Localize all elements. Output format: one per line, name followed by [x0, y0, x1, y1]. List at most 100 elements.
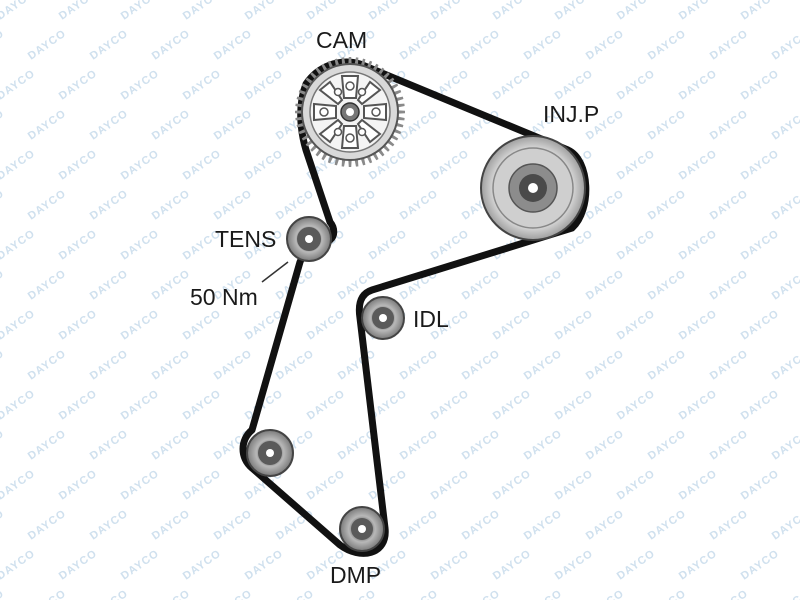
watermark-text: DAYCO [57, 308, 100, 343]
cam-bolt-holes [319, 81, 381, 143]
watermark-text: DAYCO [491, 388, 534, 423]
watermark-text: DAYCO [398, 348, 441, 383]
watermark-text: DAYCO [88, 588, 131, 600]
watermark-text: DAYCO [367, 228, 410, 263]
watermark-text: DAYCO [88, 508, 131, 543]
cam-label: CAM [316, 27, 367, 53]
watermark-text: DAYCO [522, 268, 565, 303]
watermark-text: DAYCO [0, 548, 38, 583]
watermark-text: DAYCO [615, 548, 658, 583]
watermark-text: DAYCO [336, 588, 379, 600]
damper-pulley [339, 506, 385, 552]
watermark-text: DAYCO [646, 348, 689, 383]
watermark-text: DAYCO [708, 28, 751, 63]
watermark-text: DAYCO [274, 588, 317, 600]
watermark-text: DAYCO [119, 388, 162, 423]
watermark-text: DAYCO [119, 468, 162, 503]
watermark-text: DAYCO [491, 0, 534, 22]
watermark-text: DAYCO [336, 188, 379, 223]
watermark-text: DAYCO [770, 268, 800, 303]
watermark-text: DAYCO [739, 388, 782, 423]
watermark-text: DAYCO [615, 0, 658, 22]
watermark-text: DAYCO [460, 508, 503, 543]
watermark-text: DAYCO [274, 508, 317, 543]
watermark-text: DAYCO [212, 108, 255, 143]
watermark-text: DAYCO [305, 468, 348, 503]
watermark-text: DAYCO [646, 268, 689, 303]
watermark-text: DAYCO [336, 348, 379, 383]
watermark-text: DAYCO [398, 588, 441, 600]
watermark-text: DAYCO [553, 388, 596, 423]
watermark-text: DAYCO [150, 348, 193, 383]
watermark-text: DAYCO [181, 548, 224, 583]
watermark-text: DAYCO [0, 188, 7, 223]
watermark-text: DAYCO [584, 348, 627, 383]
watermark-text: DAYCO [274, 348, 317, 383]
watermark-text: DAYCO [150, 108, 193, 143]
watermark-text: DAYCO [739, 228, 782, 263]
watermark-text: DAYCO [708, 588, 751, 600]
watermark-text: DAYCO [646, 28, 689, 63]
watermark-text: DAYCO [615, 228, 658, 263]
watermark-text: DAYCO [26, 428, 69, 463]
watermark-text: DAYCO [429, 0, 472, 22]
watermark-text: DAYCO [88, 108, 131, 143]
watermark-text: DAYCO [460, 348, 503, 383]
watermark-text: DAYCO [119, 548, 162, 583]
watermark-text: DAYCO [0, 228, 38, 263]
watermark-text: DAYCO [336, 268, 379, 303]
injection-pump-pulley [480, 135, 586, 241]
watermark-text: DAYCO [0, 508, 7, 543]
watermark-text: DAYCO [212, 588, 255, 600]
watermark-text: DAYCO [429, 548, 472, 583]
watermark-text: DAYCO [0, 428, 7, 463]
watermark-text: DAYCO [491, 308, 534, 343]
watermark-text: DAYCO [646, 508, 689, 543]
watermark-text: DAYCO [770, 588, 800, 600]
torque-leader-line [261, 261, 289, 283]
watermark-text: DAYCO [615, 148, 658, 183]
cam-pulley [295, 57, 405, 167]
watermark-text: DAYCO [677, 548, 720, 583]
watermark-text: DAYCO [57, 388, 100, 423]
watermark-text: DAYCO [460, 268, 503, 303]
watermark-text: DAYCO [646, 188, 689, 223]
watermark-text: DAYCO [708, 108, 751, 143]
watermark-text: DAYCO [181, 388, 224, 423]
watermark-text: DAYCO [553, 68, 596, 103]
watermark-text: DAYCO [708, 268, 751, 303]
watermark-text: DAYCO [491, 548, 534, 583]
watermark-text: DAYCO [181, 468, 224, 503]
watermark-text: DAYCO [677, 468, 720, 503]
watermark-text: DAYCO [398, 188, 441, 223]
watermark-text: DAYCO [398, 508, 441, 543]
watermark-text: DAYCO [739, 468, 782, 503]
watermark-text: DAYCO [88, 268, 131, 303]
watermark-text: DAYCO [677, 228, 720, 263]
watermark-text: DAYCO [708, 508, 751, 543]
tensioner-label: TENS [215, 226, 276, 252]
watermark-text: DAYCO [429, 228, 472, 263]
watermark-text: DAYCO [305, 308, 348, 343]
watermark-text: DAYCO [181, 68, 224, 103]
torque-label: 50 Nm [190, 284, 258, 310]
watermark-text: DAYCO [429, 148, 472, 183]
watermark-text: DAYCO [739, 68, 782, 103]
watermark-text: DAYCO [212, 188, 255, 223]
watermark-text: DAYCO [739, 308, 782, 343]
watermark-text: DAYCO [491, 468, 534, 503]
watermark-text: DAYCO [584, 268, 627, 303]
watermark-text: DAYCO [88, 188, 131, 223]
watermark-text: DAYCO [88, 28, 131, 63]
watermark-text: DAYCO [708, 188, 751, 223]
watermark-text: DAYCO [646, 108, 689, 143]
watermark-text: DAYCO [243, 148, 286, 183]
watermark-text: DAYCO [57, 68, 100, 103]
watermark-text: DAYCO [677, 388, 720, 423]
watermark-text: DAYCO [770, 508, 800, 543]
watermark-text: DAYCO [739, 548, 782, 583]
watermark-text: DAYCO [0, 268, 7, 303]
watermark-text: DAYCO [150, 588, 193, 600]
watermark-text: DAYCO [26, 28, 69, 63]
